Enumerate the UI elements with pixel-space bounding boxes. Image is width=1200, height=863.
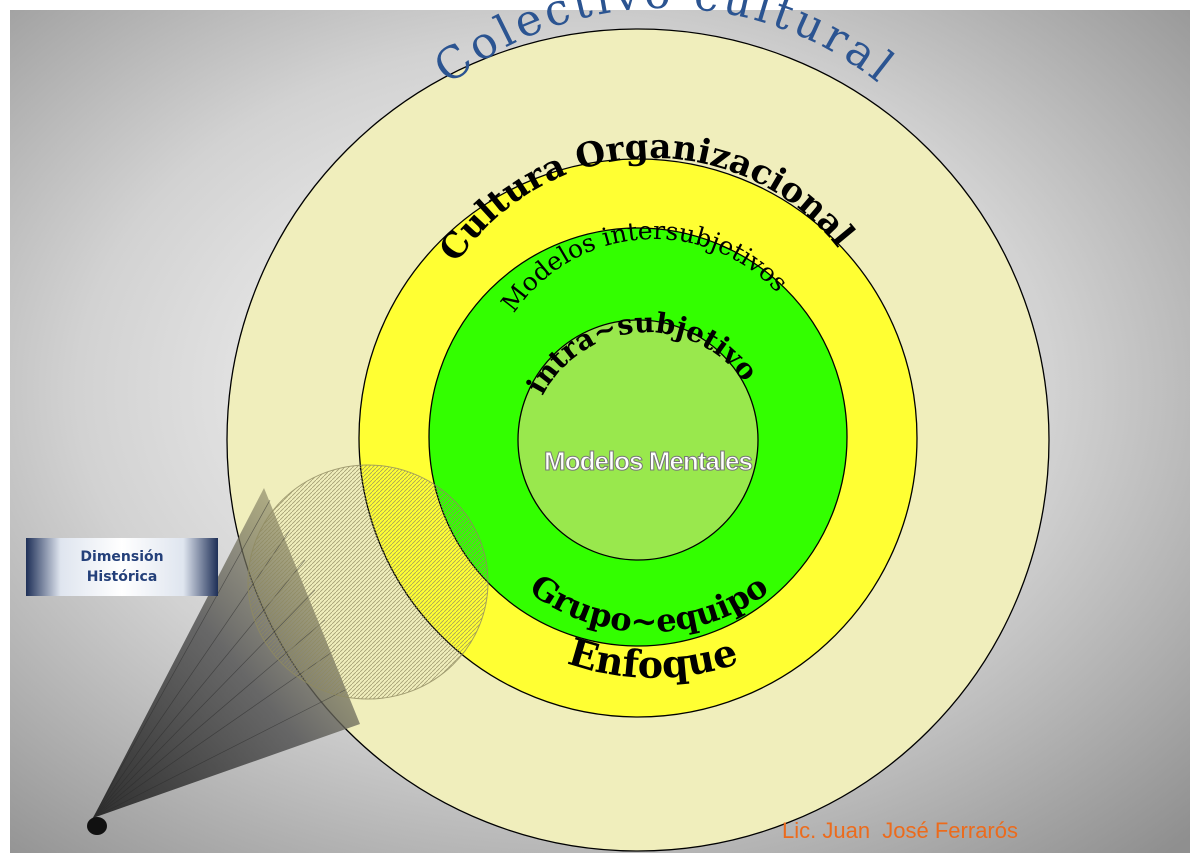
historical-dimension-line1: Dimensión	[80, 549, 164, 565]
history-cone	[87, 464, 489, 835]
author-credit: Lic. Juan José Ferrarós	[782, 818, 1018, 843]
historical-dimension-line2: Histórica	[86, 569, 158, 585]
inner-circle	[517, 319, 759, 561]
core-label: Modelos Mentales	[544, 446, 752, 476]
historical-dimension-label: Dimensión Histórica	[26, 538, 218, 596]
